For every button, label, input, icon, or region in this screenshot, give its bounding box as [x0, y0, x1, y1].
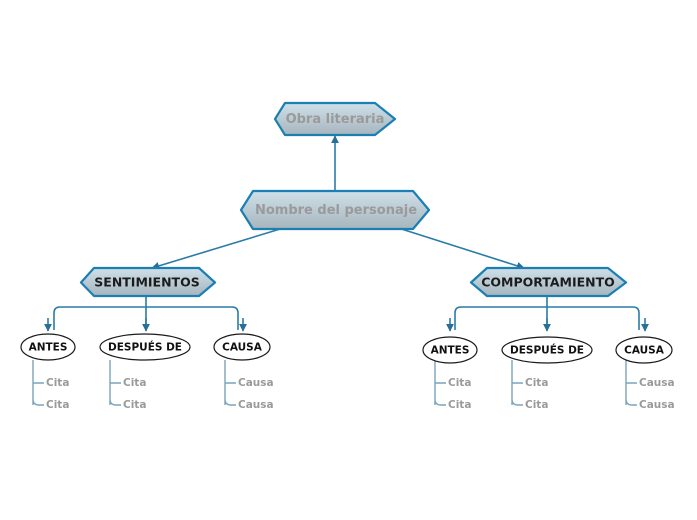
- category-comp-antes-label: ANTES: [431, 345, 470, 357]
- leaf-comp-antes-1: Cita: [448, 377, 471, 389]
- leaf-connector-comp-antes: [434, 360, 446, 406]
- category-sent-causa-shape: [213, 333, 271, 361]
- leaf-sent-despues-1: Cita: [123, 377, 146, 389]
- leaf-connectors: [32, 360, 637, 406]
- node-comportamiento-label: COMPORTAMIENTO: [481, 275, 615, 290]
- node-comportamiento-shape: [469, 266, 628, 298]
- leaf-comp-despues-2: Cita: [525, 399, 548, 411]
- leaf-connector-comp-despues: [511, 360, 523, 406]
- connector-character-to-sentimientos: [151, 225, 291, 270]
- leaf-sent-causa-2: Causa: [238, 399, 274, 411]
- leaf-sent-antes-1: Cita: [46, 377, 69, 389]
- category-sent-antes-label: ANTES: [29, 342, 68, 354]
- leaf-sent-antes-2: Cita: [46, 399, 69, 411]
- connector-group-root: [151, 135, 525, 270]
- node-obra-literaria[interactable]: Obra literaria: [273, 101, 397, 137]
- leaf-comp-despues-1: Cita: [525, 377, 548, 389]
- category-sent-causa[interactable]: CAUSA: [213, 333, 271, 361]
- leaf-connector-sent-antes: [32, 360, 44, 406]
- node-obra-literaria-label: Obra literaria: [286, 112, 385, 127]
- node-nombre-del-personaje[interactable]: Nombre del personaje: [239, 189, 431, 231]
- category-comp-antes-shape: [422, 336, 478, 364]
- connector-character-to-comportamiento: [391, 225, 525, 270]
- category-sent-despues-shape: [99, 333, 191, 361]
- leaf-connector-sent-causa: [224, 360, 236, 406]
- category-comp-antes[interactable]: ANTES: [422, 336, 478, 364]
- category-comp-causa[interactable]: CAUSA: [615, 336, 673, 364]
- leaf-comp-antes-2: Cita: [448, 399, 471, 411]
- node-nombre-del-personaje-label: Nombre del personaje: [255, 203, 417, 218]
- category-sent-antes-shape: [20, 333, 76, 361]
- leaf-connector-sent-despues: [109, 360, 121, 406]
- category-sent-causa-label: CAUSA: [222, 342, 263, 354]
- category-comp-despues-label: DESPUÉS DE: [510, 344, 584, 357]
- leaf-comp-causa-1: Causa: [639, 377, 675, 389]
- leaf-comp-causa-2: Causa: [639, 399, 675, 411]
- category-comp-despues-shape: [501, 336, 593, 364]
- node-nombre-del-personaje-shape: [239, 189, 431, 231]
- node-obra-literaria-shape: [273, 101, 397, 137]
- category-sent-antes[interactable]: ANTES: [20, 333, 76, 361]
- connector-group-comportamiento: [446, 295, 649, 332]
- category-comp-causa-shape: [615, 336, 673, 364]
- node-sentimientos[interactable]: SENTIMIENTOS: [79, 266, 217, 298]
- node-sentimientos-shape: [79, 266, 217, 298]
- node-comportamiento[interactable]: COMPORTAMIENTO: [469, 266, 628, 298]
- leaf-sent-causa-1: Causa: [238, 377, 274, 389]
- category-comp-despues[interactable]: DESPUÉS DE: [501, 336, 593, 364]
- category-comp-causa-label: CAUSA: [624, 345, 665, 357]
- category-sent-despues[interactable]: DESPUÉS DE: [99, 333, 191, 361]
- leaf-sent-despues-2: Cita: [123, 399, 146, 411]
- category-sent-despues-label: DESPUÉS DE: [108, 341, 182, 354]
- node-sentimientos-label: SENTIMIENTOS: [94, 275, 199, 290]
- connector-group-sentimientos: [44, 295, 247, 332]
- leaf-connector-comp-causa: [625, 360, 637, 406]
